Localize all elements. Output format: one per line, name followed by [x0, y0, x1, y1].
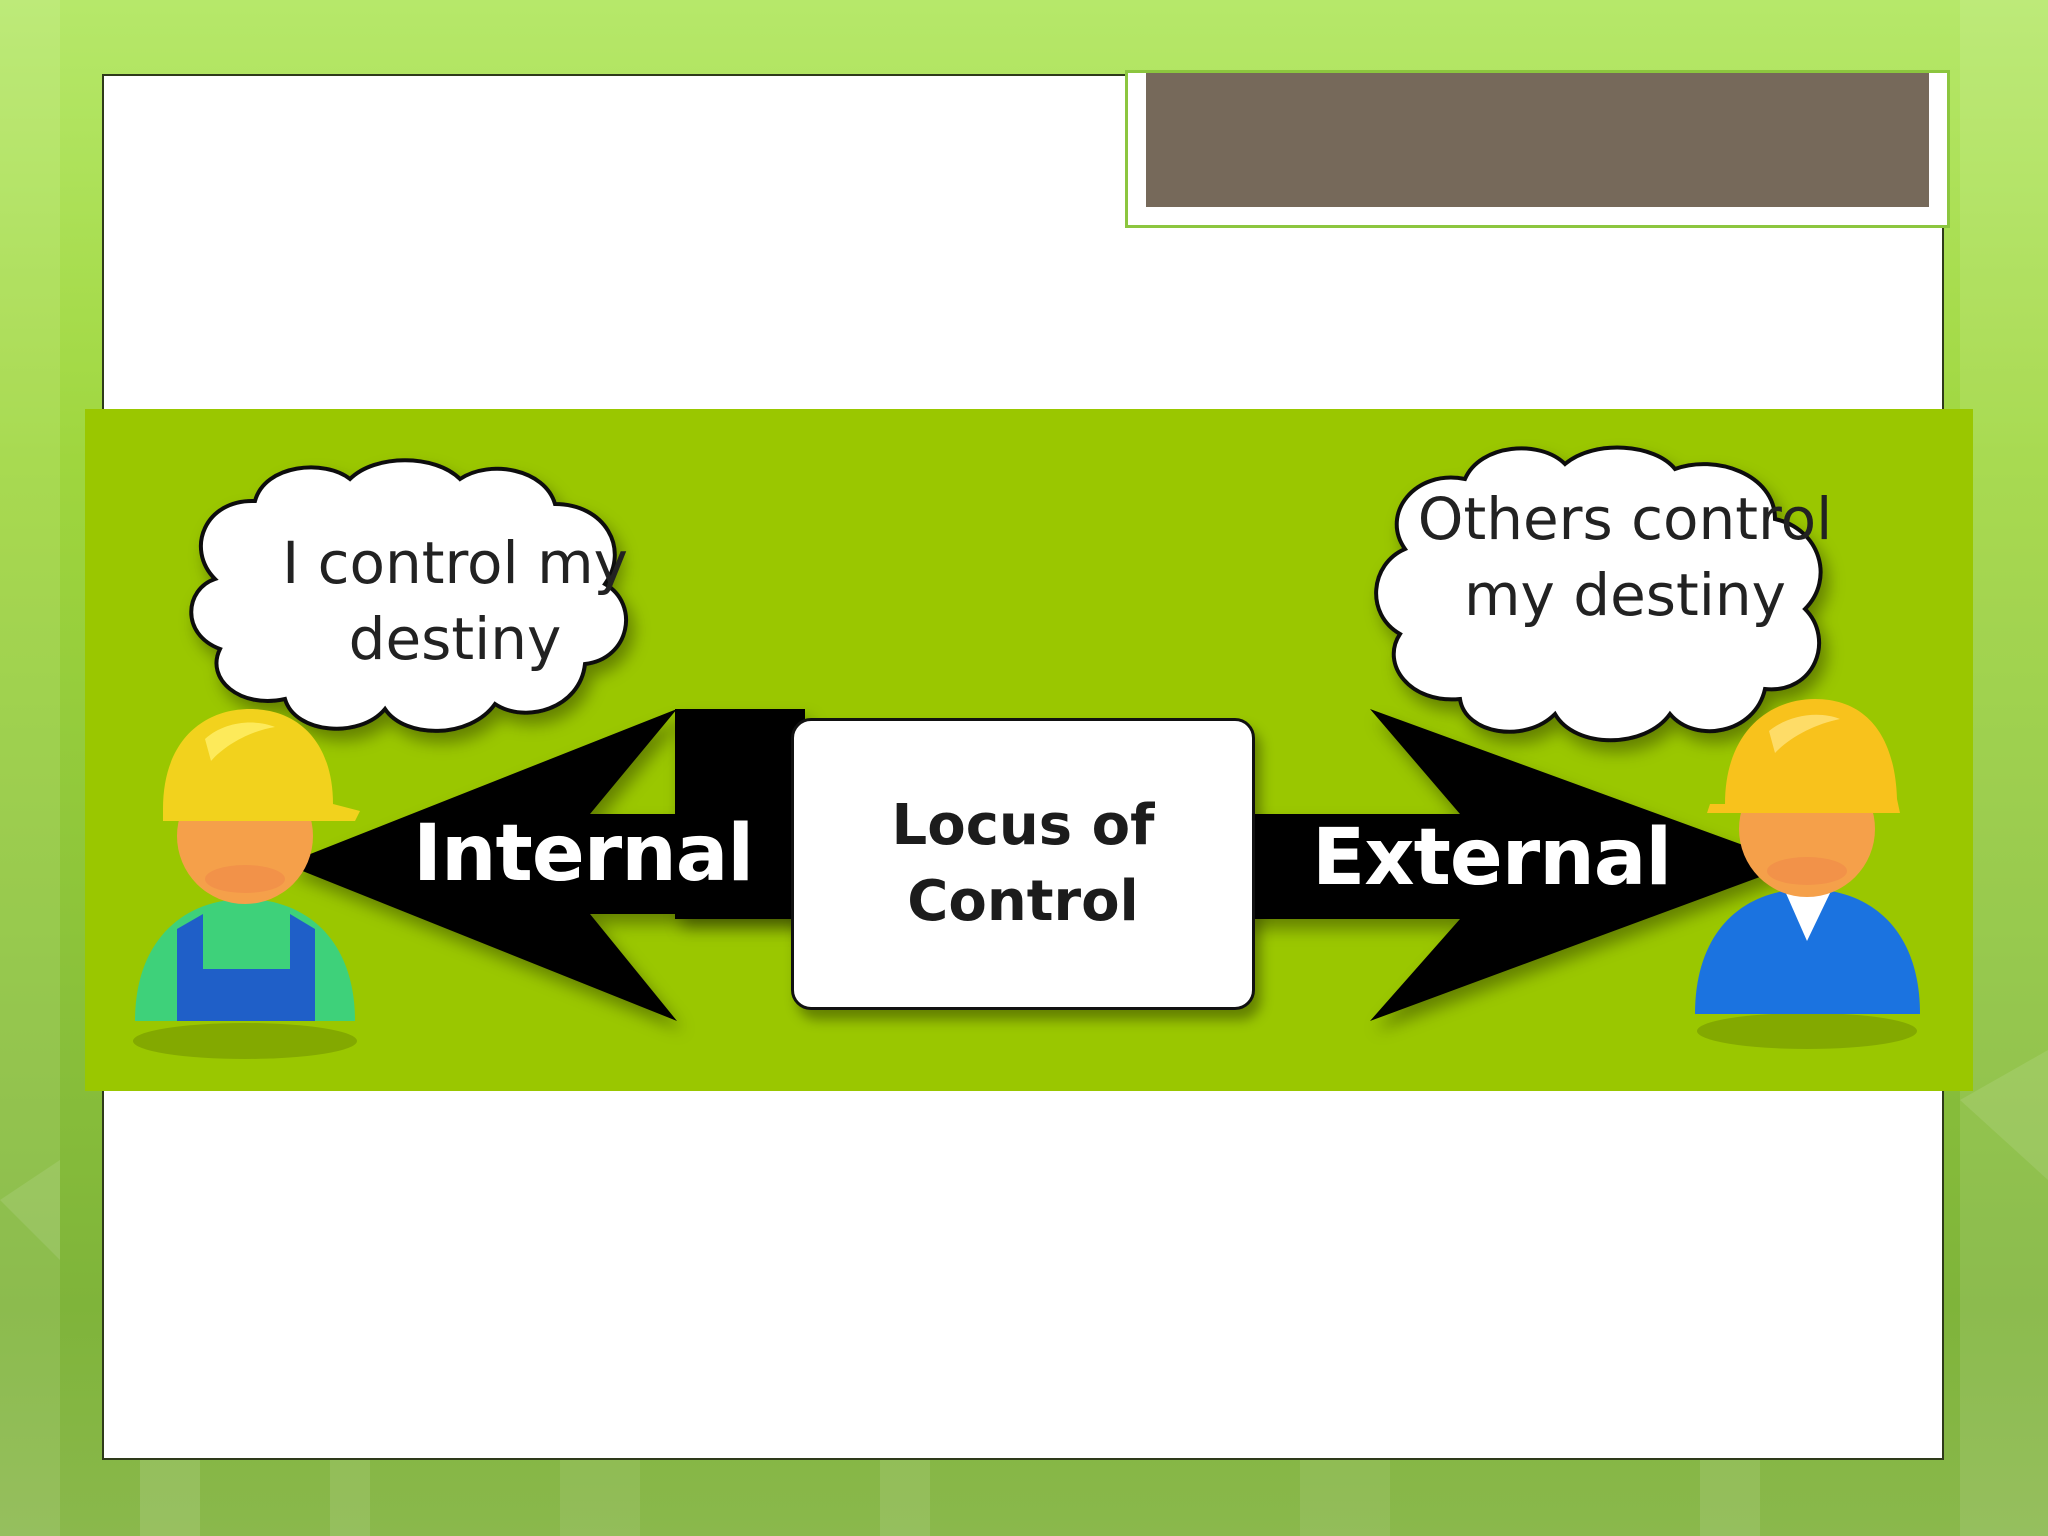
left-arrow-shape	[285, 709, 810, 1021]
locus-of-control-diagram: I control my destiny Others control my d…	[85, 409, 1973, 1091]
right-arrow-shape	[1245, 709, 1795, 1021]
right-thought-cloud-icon	[1374, 445, 1823, 743]
diagram-graphics	[133, 445, 1920, 1059]
center-label: Locus of Control	[891, 793, 1155, 934]
internal-arrow-label: Internal	[413, 809, 754, 899]
right-person-worker-icon	[1695, 699, 1920, 1049]
left-person-worker-icon	[133, 709, 360, 1059]
locus-of-control-box: Locus of Control	[791, 718, 1255, 1010]
title-placeholder-fill	[1146, 73, 1929, 207]
left-thought-text: I control my destiny	[282, 529, 628, 673]
right-thought-text: Others control my destiny	[1417, 485, 1833, 629]
external-arrow-label: External	[1312, 813, 1672, 903]
title-placeholder	[1125, 70, 1950, 228]
left-thought-cloud-icon	[189, 458, 629, 733]
